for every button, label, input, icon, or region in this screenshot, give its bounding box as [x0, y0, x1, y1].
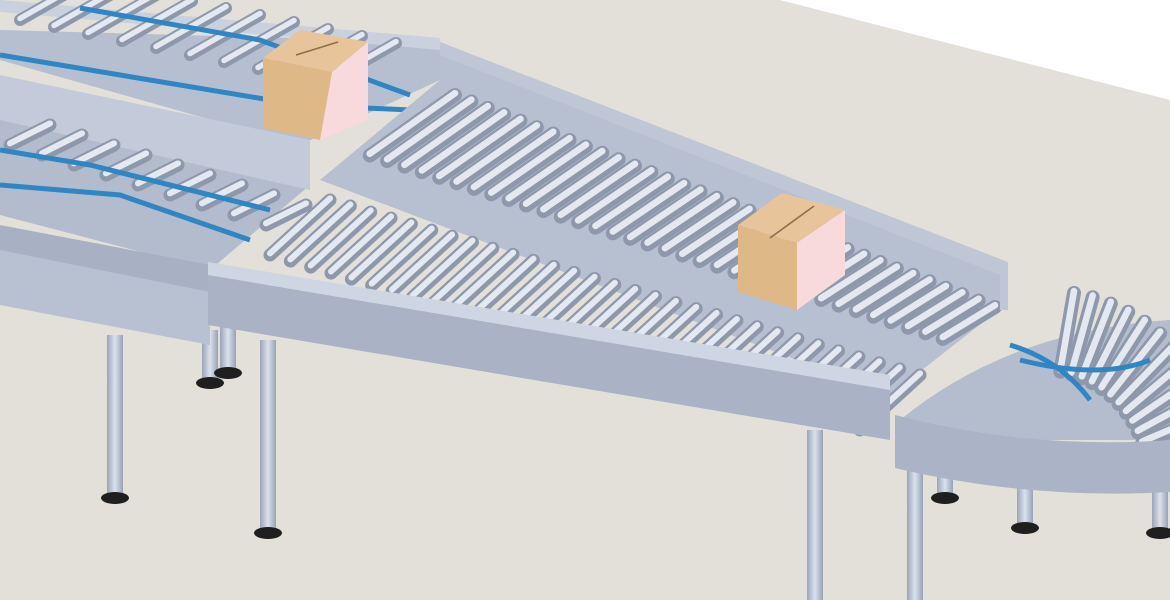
roller-highlight: [852, 269, 917, 313]
leveling-foot: [931, 492, 959, 504]
roller-highlight: [887, 282, 950, 324]
curved-conveyor: [895, 285, 1170, 494]
roller-highlight: [470, 255, 537, 317]
roller-highlight: [383, 96, 475, 163]
roller-highlight: [409, 237, 476, 299]
roller-highlight: [266, 195, 334, 257]
roller-highlight: [287, 201, 354, 263]
roller-highlight: [574, 166, 655, 224]
roller-highlight: [418, 109, 508, 174]
roller-highlight: [644, 192, 721, 246]
roller-highlight: [85, 0, 151, 36]
roller-highlight: [262, 200, 310, 227]
roller-highlight: [51, 0, 105, 29]
roller-highlight: [328, 213, 395, 275]
roller-highlight: [540, 154, 622, 213]
leg: [807, 430, 823, 600]
leveling-foot: [101, 492, 129, 504]
leg: [907, 465, 923, 600]
roller-highlight: [1067, 292, 1096, 376]
roller-highlight: [626, 186, 704, 241]
roller-highlight: [453, 122, 541, 185]
roller-highlight: [490, 261, 557, 323]
roller-highlight: [1078, 298, 1115, 380]
leg: [220, 320, 236, 370]
roller-highlight: [166, 170, 214, 197]
roller-highlight: [307, 207, 374, 269]
roller-highlight: [922, 295, 982, 335]
roller-highlight: [1115, 344, 1170, 406]
roller-highlight: [1057, 287, 1078, 374]
roller-highlight: [348, 219, 415, 281]
roller-highlight: [939, 301, 999, 341]
leg: [1017, 485, 1033, 525]
roller-highlight: [230, 190, 278, 217]
box-lower: [738, 193, 845, 310]
roller-highlight: [505, 141, 590, 202]
leveling-foot: [1011, 522, 1039, 534]
leveling-foot: [254, 527, 282, 539]
roller-highlight: [592, 173, 672, 230]
leveling-foot: [196, 377, 224, 389]
roller-highlight: [470, 128, 557, 191]
roller-highlight: [1098, 316, 1149, 391]
support-legs: [101, 320, 1170, 600]
leg: [107, 335, 123, 495]
roller-highlight: [835, 263, 901, 308]
roller-highlight: [366, 89, 459, 157]
leg: [260, 340, 276, 530]
roller-highlight: [198, 180, 246, 207]
roller-highlight: [38, 130, 86, 157]
roller-highlight: [6, 120, 54, 147]
box-upper: [263, 30, 368, 140]
roller-highlight: [17, 0, 58, 22]
roller-highlight: [435, 115, 524, 180]
roller-highlight: [661, 199, 737, 252]
roller-highlight: [1134, 409, 1170, 434]
roller-highlight: [1122, 369, 1170, 415]
middle-left-conveyor: [0, 75, 313, 345]
roller-highlight: [557, 160, 639, 219]
roller-highlight: [450, 249, 517, 311]
roller-highlight: [487, 134, 573, 196]
roller-highlight: [522, 147, 606, 208]
roller-highlight: [869, 276, 933, 319]
roller-highlight: [70, 140, 118, 167]
roller-highlight: [401, 102, 492, 169]
roller-highlight: [368, 225, 435, 287]
roller-highlight: [1138, 426, 1170, 445]
leveling-foot: [214, 367, 242, 379]
roller-highlight: [609, 179, 688, 235]
roller-highlight: [904, 289, 966, 330]
roller-highlight: [678, 205, 753, 258]
roller-highlight: [1129, 390, 1170, 424]
leveling-foot: [1146, 527, 1170, 539]
roller-highlight: [817, 256, 884, 302]
roller-highlight: [389, 231, 456, 293]
roller-highlight: [429, 243, 496, 305]
